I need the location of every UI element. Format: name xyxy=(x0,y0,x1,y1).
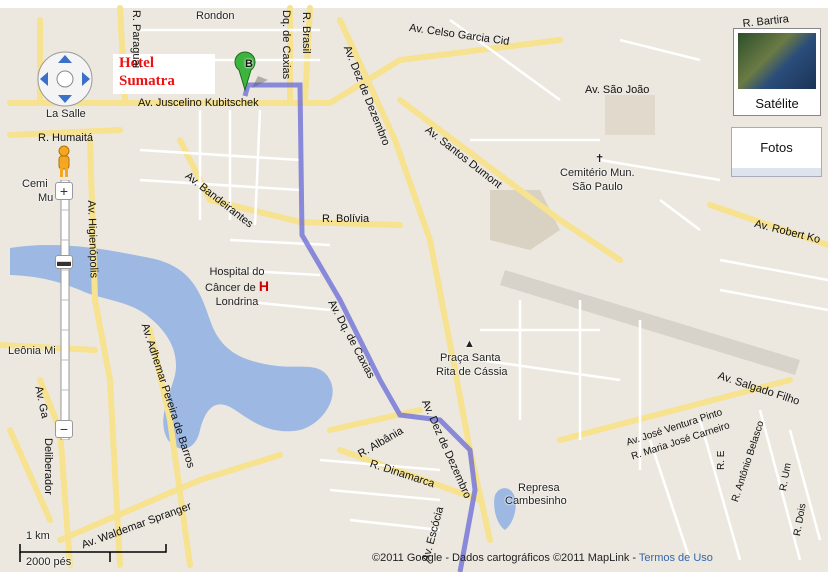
copyright-text: ©2011 Google - Dados cartográficos ©2011… xyxy=(372,552,639,564)
zoom-slider[interactable] xyxy=(58,180,72,440)
place-represa-2: Cambesinho xyxy=(505,495,567,507)
place-la-salle: La Salle xyxy=(46,108,86,120)
zoom-out-button[interactable]: − xyxy=(55,420,73,438)
road-humaita: R. Humaitá xyxy=(38,132,94,144)
zoom-in-button[interactable]: + xyxy=(55,182,73,200)
road-deliberador: Deliberador xyxy=(42,438,54,495)
satellite-label: Satélite xyxy=(755,96,799,111)
place-cemiterio-mun-1: Cemitério Mun. xyxy=(560,167,635,179)
globe-thumbnail xyxy=(738,33,816,89)
marker-letter: B xyxy=(245,58,253,70)
hospital-line3: Londrina xyxy=(215,296,259,308)
hotel-name-line1: Hotel xyxy=(119,55,154,71)
photos-label: Fotos xyxy=(760,140,793,155)
hotel-name-line2: Sumatra xyxy=(119,73,175,89)
hospital-icon: H xyxy=(258,278,269,294)
scale-ft: 2000 pés xyxy=(26,556,72,568)
hospital-label: Hospital do Câncer de H Londrina xyxy=(205,265,269,309)
road-paraguai: R. Paraguai xyxy=(130,10,142,69)
tree-icon: ▲ xyxy=(464,338,475,350)
scale-km: 1 km xyxy=(26,530,50,542)
pan-right-icon xyxy=(82,72,90,86)
pan-left-icon xyxy=(40,72,48,86)
airport-terminal xyxy=(490,190,560,250)
pan-up-icon xyxy=(58,55,72,63)
photos-expand-icon[interactable] xyxy=(732,168,821,176)
terms-link[interactable]: Termos de Uso xyxy=(638,552,713,564)
route-line xyxy=(242,82,478,572)
scale-bar xyxy=(19,544,167,562)
photos-button[interactable]: Fotos xyxy=(731,127,822,177)
place-cemiterio-mun-2: São Paulo xyxy=(572,181,623,193)
place-praca-santa-2: Rita de Cássia xyxy=(436,366,508,378)
place-leonia: Leônia Mi xyxy=(8,345,56,357)
hospital-line2: Câncer de xyxy=(205,282,256,294)
airport-runway xyxy=(500,270,800,375)
top-border xyxy=(0,0,828,8)
road-juscelino: Av. Juscelino Kubitschek xyxy=(138,97,259,109)
street-view-pegman-icon[interactable] xyxy=(55,145,73,179)
cross-icon: ✝ xyxy=(595,153,605,165)
footer-attribution: ©2011 Google - Dados cartográficos ©2011… xyxy=(372,552,713,564)
place-mu-left: Mu xyxy=(38,192,54,204)
zoom-handle[interactable]: ▬ xyxy=(55,253,73,269)
pan-down-icon xyxy=(58,95,72,103)
place-praca-santa-1: Praça Santa xyxy=(440,352,501,364)
satellite-button[interactable]: Satélite xyxy=(733,28,821,116)
road-brasil: R. Brasil xyxy=(300,12,312,54)
pan-control[interactable] xyxy=(32,50,98,108)
road-sao-joao: Av. São João xyxy=(585,84,650,96)
lake xyxy=(10,245,333,449)
road-bolivia: R. Bolívia xyxy=(322,213,370,225)
hotel-label: Hotel Sumatra xyxy=(113,54,215,94)
place-rondon: Rondon xyxy=(196,10,235,22)
place-cemiterio-left: Cemi xyxy=(22,178,48,190)
marker-b[interactable] xyxy=(234,51,268,92)
road-r-e: R. E xyxy=(716,450,727,470)
road-dq-top: Dq. de Caxias xyxy=(280,10,292,80)
represa-pond xyxy=(494,488,516,530)
cemetery-area xyxy=(605,95,655,135)
hospital-line1: Hospital do xyxy=(209,266,265,278)
place-represa-1: Represa xyxy=(518,482,560,494)
